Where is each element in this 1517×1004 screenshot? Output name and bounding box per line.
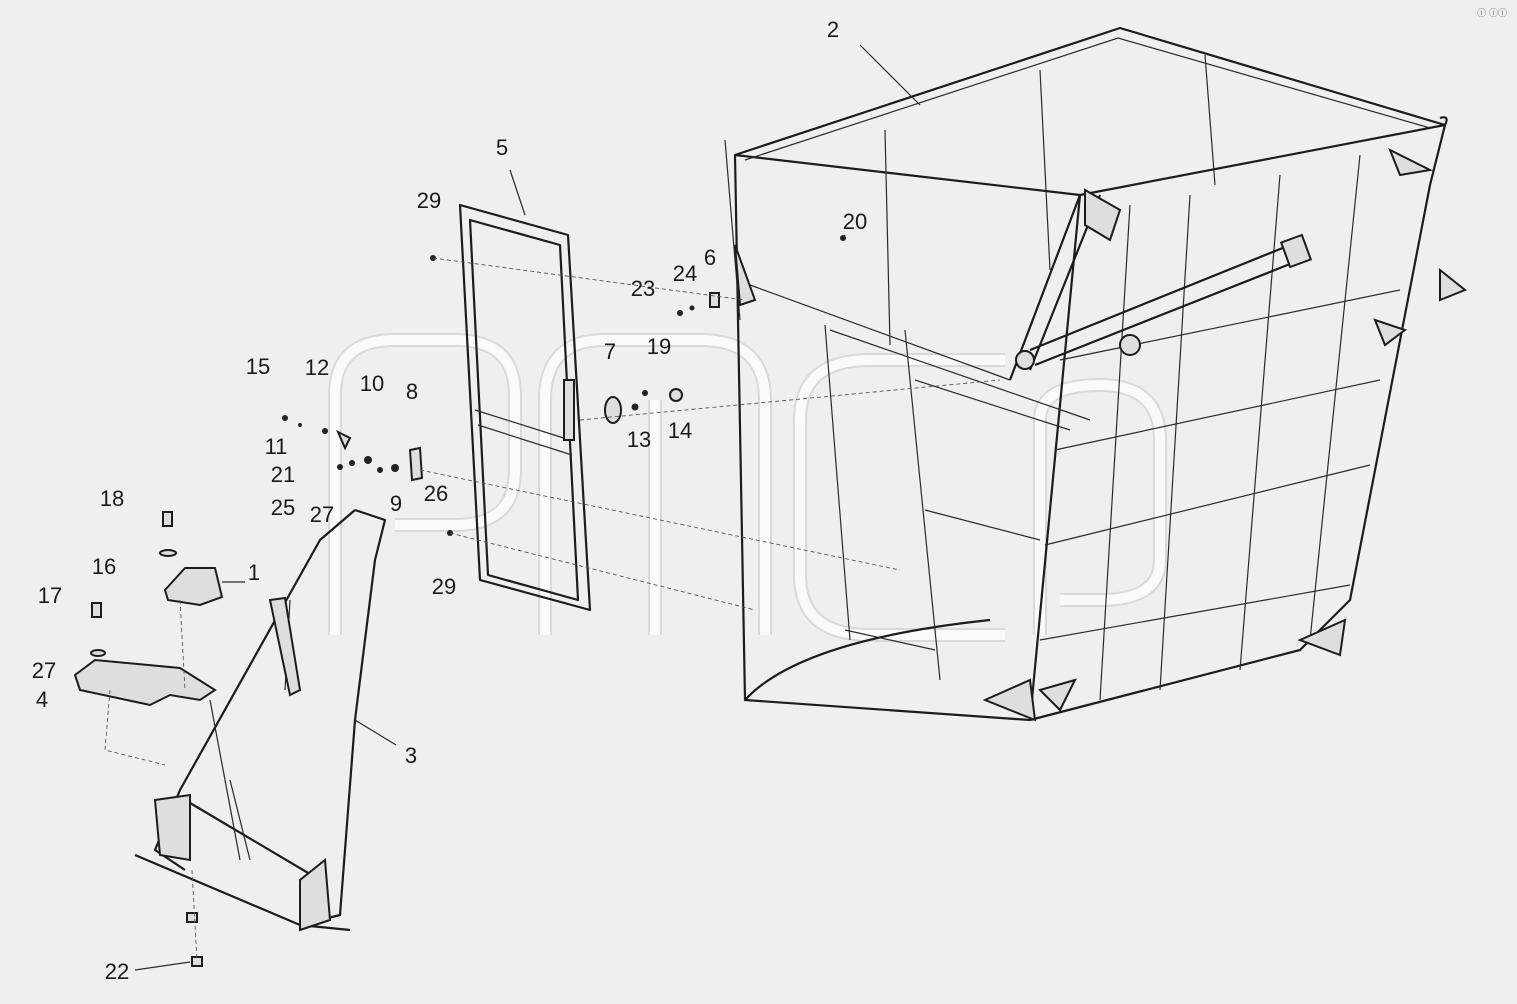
callout-6: 6 — [703, 245, 717, 270]
assembly-lines — [104, 257, 1001, 961]
watermark-logo — [328, 333, 1167, 642]
callout-29-upper: 29 — [416, 188, 442, 213]
callout-11: 11 — [264, 434, 288, 459]
door-frame — [458, 203, 592, 612]
bracket-part — [163, 567, 224, 607]
callout-1: 1 — [247, 560, 261, 585]
callout-22: 22 — [104, 959, 130, 984]
callout-23: 23 — [630, 276, 656, 301]
callout-8: 8 — [405, 379, 419, 404]
mounting-plate — [73, 658, 217, 707]
callout-17: 17 — [37, 583, 63, 608]
hopper-body — [724, 26, 1467, 722]
callout-25: 25 — [270, 495, 296, 520]
callout-4: 4 — [35, 687, 49, 712]
callout-5: 5 — [495, 135, 509, 160]
callout-27-upper: 27 — [309, 502, 335, 527]
callout-16: 16 — [91, 554, 117, 579]
callout-18: 18 — [99, 486, 125, 511]
callout-19: 19 — [646, 334, 672, 359]
callout-14: 14 — [667, 418, 693, 443]
callout-13: 13 — [626, 427, 652, 452]
callout-24: 24 — [672, 261, 698, 286]
callout-15: 15 — [245, 354, 271, 379]
callout-27-lower: 27 — [31, 658, 57, 683]
callout-10: 10 — [359, 371, 385, 396]
callout-20: 20 — [842, 209, 868, 234]
callout-leaders — [134, 44, 921, 971]
corner-mark: ⓘ ⓘⓘ — [1477, 9, 1507, 19]
callout-21: 21 — [270, 462, 296, 487]
callout-29-lower: 29 — [431, 574, 457, 599]
callout-12: 12 — [304, 355, 330, 380]
callout-2: 2 — [826, 17, 840, 42]
support-stand — [134, 508, 387, 932]
callout-26: 26 — [423, 481, 449, 506]
callout-7: 7 — [603, 339, 617, 364]
callout-9: 9 — [389, 491, 403, 516]
callout-3: 3 — [404, 743, 418, 768]
